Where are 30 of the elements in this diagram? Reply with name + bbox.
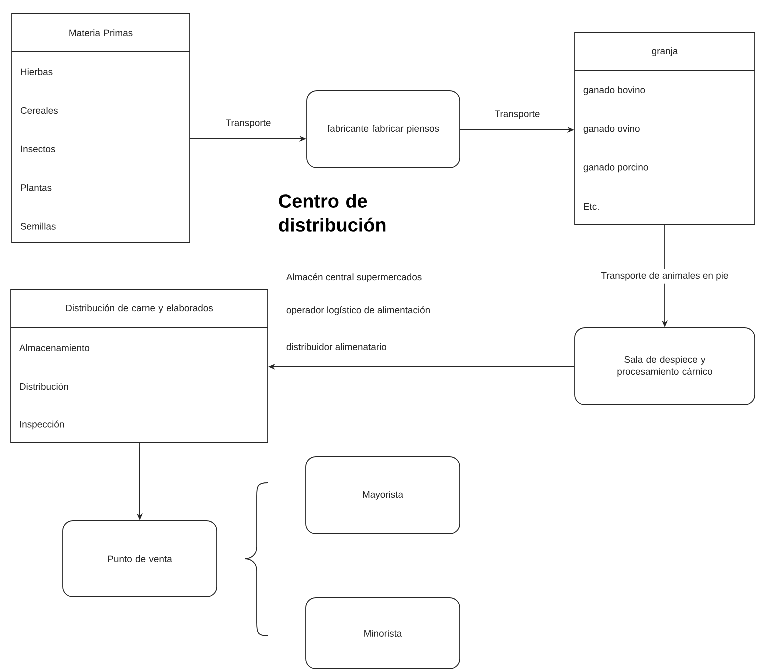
list-header: Distribución de carne y elaborados bbox=[66, 304, 214, 314]
process-box: Mayorista bbox=[306, 456, 460, 534]
list-item: ganado bovino bbox=[584, 86, 646, 96]
list-item: Hierbas bbox=[21, 68, 53, 76]
note-text: distribuidor alimenatario bbox=[286, 344, 387, 350]
note-text: operador logístico de alimentación bbox=[286, 306, 430, 316]
heading: Centro de distribución bbox=[279, 194, 386, 232]
list-item: Cereales bbox=[20, 107, 58, 114]
edge-label: Transporte bbox=[495, 110, 540, 120]
list-header: granja bbox=[652, 48, 678, 56]
list-item: Plantas bbox=[21, 184, 52, 192]
process-box: Sala de despiece y procesamiento cárnico bbox=[574, 328, 756, 406]
list-box bbox=[10, 290, 268, 444]
list-item: Inspección bbox=[20, 420, 64, 430]
list-header: Materia Primas bbox=[70, 30, 133, 36]
process-box: Punto de venta bbox=[62, 520, 218, 598]
list-item: Semillas bbox=[20, 222, 56, 230]
list-item: Insectos bbox=[21, 146, 56, 152]
list-box bbox=[574, 32, 756, 226]
process-box: Minorista bbox=[306, 598, 460, 670]
list-item: Almacenamiento bbox=[19, 344, 90, 352]
process-box: fabricante fabricar piensos bbox=[306, 90, 460, 168]
note-text: Almacén central supermercados bbox=[286, 274, 422, 282]
list-item: ganado porcino bbox=[584, 164, 648, 173]
list-item: ganado ovino bbox=[584, 125, 640, 134]
list-item: Etc. bbox=[584, 204, 599, 210]
list-box bbox=[12, 14, 190, 244]
edge-label: Transporte de animales en pie bbox=[598, 269, 732, 284]
edge-label: Transporte bbox=[226, 120, 271, 128]
list-item: Distribución bbox=[20, 383, 68, 390]
